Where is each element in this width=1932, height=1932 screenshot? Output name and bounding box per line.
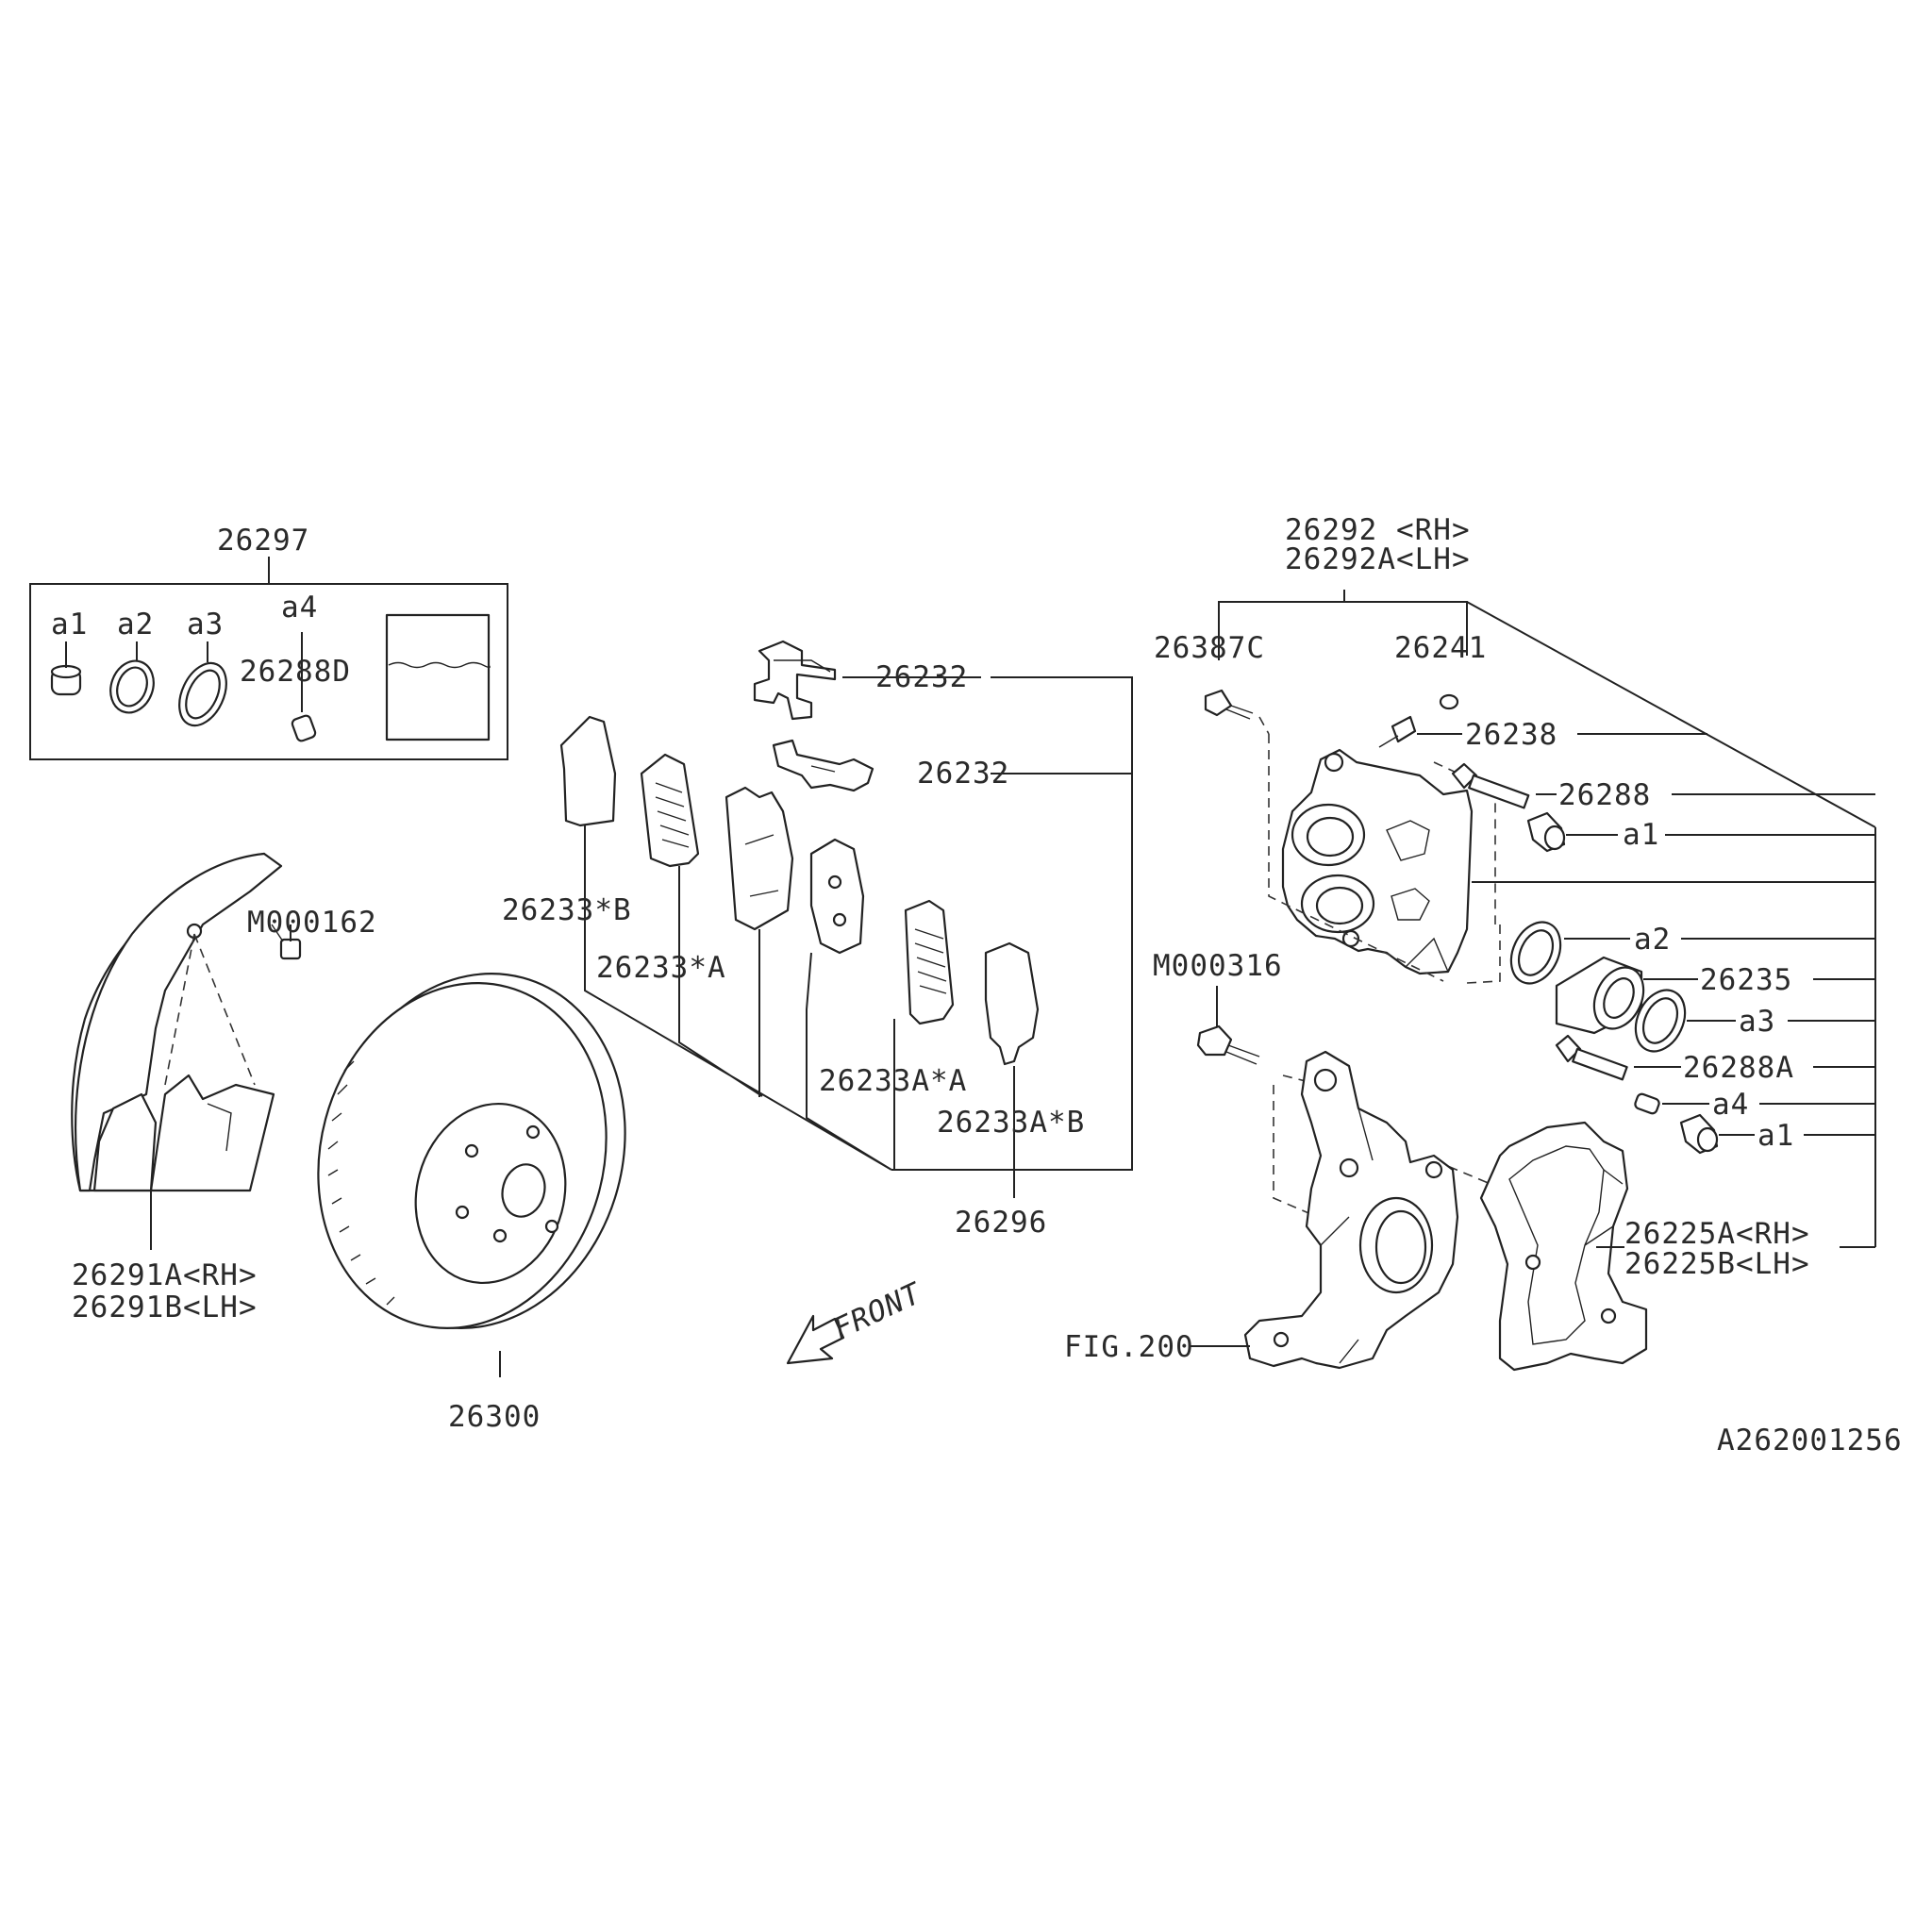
- pad-outer: [724, 786, 794, 931]
- label-pad-kit: 26296: [955, 1206, 1047, 1240]
- label-bleeder-bolt: 26387C: [1154, 631, 1265, 665]
- label-caliper-lh: 26292A<LH>: [1285, 542, 1471, 576]
- shim-inner-a: [904, 899, 955, 1025]
- grease-packet-icon: [385, 613, 491, 741]
- pad-inner: [809, 838, 865, 955]
- label-support-lh: 26225B<LH>: [1624, 1247, 1810, 1281]
- label-clip-lower: 26232: [917, 757, 1009, 791]
- label-clip-upper: 26232: [875, 660, 968, 694]
- kit-pin-icon: [291, 714, 317, 742]
- drawing-id: A262001256: [1717, 1424, 1903, 1457]
- label-shim-aa: 26233A*A: [819, 1064, 967, 1098]
- kit-bushing-icon: [50, 664, 82, 696]
- label-fig-ref: FIG.200: [1064, 1330, 1194, 1364]
- pad-leaders: [584, 676, 1133, 1171]
- label-bolt-knuckle: M000316: [1153, 949, 1283, 983]
- label-shim-ab: 26233A*B: [937, 1106, 1085, 1140]
- label-support-rh: 26225A<RH>: [1624, 1217, 1810, 1251]
- label-kit-pin: 26288D: [240, 655, 351, 689]
- shim-outer-b: [559, 715, 617, 827]
- piston-boot-icon: [1634, 989, 1687, 1053]
- label-a1-upper: a1: [1623, 818, 1659, 852]
- shield-bolt-leader: [164, 933, 256, 1086]
- label-bleeder: 26238: [1465, 718, 1557, 752]
- label-guide-pin-a: 26288A: [1683, 1051, 1794, 1085]
- pad-clip-lower: [772, 739, 874, 792]
- label-shim-b: 26233*B: [502, 893, 632, 927]
- bleeder-cap-icon: [1439, 693, 1459, 710]
- label-cap: 26241: [1394, 631, 1487, 665]
- label-front: FRONT: [828, 1276, 928, 1347]
- label-piston: 26235: [1700, 963, 1792, 997]
- small-pin-icon: [1634, 1092, 1660, 1115]
- kit-box-26297: [29, 557, 508, 760]
- label-shield-rh: 26291A<RH>: [72, 1258, 258, 1292]
- brake-rotor: [317, 973, 626, 1329]
- label-a2-right: a2: [1634, 923, 1671, 957]
- label-kit-a3: a3: [187, 608, 224, 641]
- piston-seal-icon: [1509, 921, 1562, 985]
- label-shim-a: 26233*A: [596, 951, 726, 985]
- shim-outer-a: [640, 753, 700, 868]
- label-a3-right: a3: [1739, 1005, 1775, 1039]
- kit-seal-ring-icon: [109, 659, 155, 714]
- label-bolt-shield: M000162: [247, 906, 377, 940]
- front-arrow-icon: [786, 1314, 845, 1365]
- guide-pin-icon: [1451, 762, 1530, 809]
- label-kit-a1: a1: [51, 608, 88, 641]
- lower-bushing-icon: [1679, 1113, 1719, 1155]
- caliper-leader-top: [1218, 590, 1876, 828]
- label-guide-pin: 26288: [1558, 778, 1651, 812]
- guide-pin-a-icon: [1555, 1034, 1628, 1081]
- label-caliper-rh: 26292 <RH>: [1285, 513, 1471, 547]
- knuckle-bolt-icon: [1196, 1024, 1260, 1065]
- shim-inner-b: [984, 941, 1040, 1066]
- steering-knuckle: [1243, 1050, 1459, 1370]
- bleeder-bolt-icon: [1204, 689, 1254, 720]
- pad-clip-upper: [753, 640, 837, 721]
- dust-shield: [71, 852, 283, 1192]
- label-a4-right: a4: [1712, 1088, 1749, 1122]
- label-shield-lh: 26291B<LH>: [72, 1291, 258, 1324]
- label-rotor: 26300: [448, 1400, 541, 1434]
- upper-bushing-icon: [1526, 811, 1566, 853]
- kit-boot-ring-icon: [178, 661, 227, 727]
- bleeder-screw-icon: [1378, 715, 1417, 748]
- caliper-support: [1479, 1121, 1648, 1372]
- label-kit: 26297: [217, 524, 309, 558]
- label-a1-lower: a1: [1757, 1119, 1794, 1153]
- label-kit-a4: a4: [281, 591, 318, 625]
- label-kit-a2: a2: [117, 608, 154, 641]
- caliper-body: [1281, 748, 1474, 975]
